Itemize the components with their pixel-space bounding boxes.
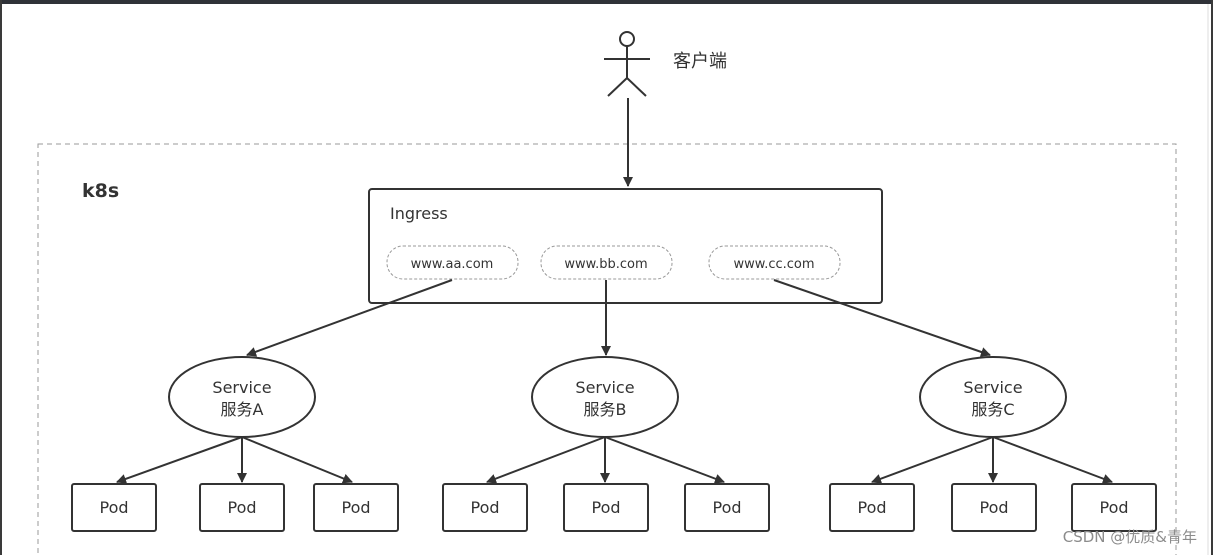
pod-a-1-label: Pod — [99, 498, 128, 517]
client-label: 客户端 — [673, 51, 727, 72]
pod-c-2 — [951, 483, 1037, 532]
pod-a-3-label: Pod — [341, 498, 370, 517]
top-bar — [0, 0, 1213, 4]
pod-c-3 — [1071, 483, 1157, 532]
service-b-line1: Service — [575, 378, 634, 397]
service-a-line1: Service — [212, 378, 271, 397]
watermark-text: CSDN @优质&青年 — [1063, 528, 1197, 546]
service-a-line2: 服务A — [221, 400, 264, 419]
pod-c-1 — [829, 483, 915, 532]
arrow-service-b-to-pod-1 — [486, 436, 606, 484]
k8s-cluster-boundary — [37, 143, 1177, 555]
pod-b-3 — [684, 483, 770, 532]
host-pill-bb-label: www.bb.com — [564, 257, 647, 272]
service-c-line2: 服务C — [971, 400, 1014, 419]
pod-b-3-label: Pod — [712, 498, 741, 517]
pod-a-1 — [71, 483, 157, 532]
arrow-aa-to-service-a — [246, 279, 453, 357]
arrow-service-a-to-pod-1 — [116, 436, 243, 484]
host-pill-cc — [708, 245, 841, 280]
host-pill-aa-label: www.aa.com — [411, 257, 494, 272]
host-pill-aa — [386, 245, 519, 280]
service-b-line2: 服务B — [584, 400, 627, 419]
arrow-cc-to-service-c — [773, 279, 991, 357]
service-c-node — [919, 356, 1067, 438]
pod-a-3 — [313, 483, 399, 532]
pod-a-2-label: Pod — [227, 498, 256, 517]
arrow-service-c-to-pod-3 — [992, 436, 1113, 484]
arrow-service-b-to-pod-3 — [604, 436, 725, 484]
ingress-label: Ingress — [390, 204, 448, 223]
pod-c-1-label: Pod — [857, 498, 886, 517]
pod-b-1-label: Pod — [470, 498, 499, 517]
pod-c-2-label: Pod — [979, 498, 1008, 517]
pod-b-2 — [563, 483, 649, 532]
service-c-line1: Service — [963, 378, 1022, 397]
pod-b-2-label: Pod — [591, 498, 620, 517]
pod-a-2 — [199, 483, 285, 532]
service-b-node — [531, 356, 679, 438]
k8s-label: k8s — [82, 180, 119, 202]
left-border — [0, 0, 2, 555]
service-a-node — [168, 356, 316, 438]
host-pill-bb — [540, 245, 673, 280]
arrow-service-c-to-pod-1 — [871, 436, 994, 484]
host-pill-cc-label: www.cc.com — [733, 257, 814, 272]
pod-b-1 — [442, 483, 528, 532]
pod-c-3-label: Pod — [1099, 498, 1128, 517]
right-border — [1211, 0, 1213, 555]
arrow-service-a-to-pod-3 — [241, 436, 353, 484]
client-actor-icon — [604, 31, 650, 97]
